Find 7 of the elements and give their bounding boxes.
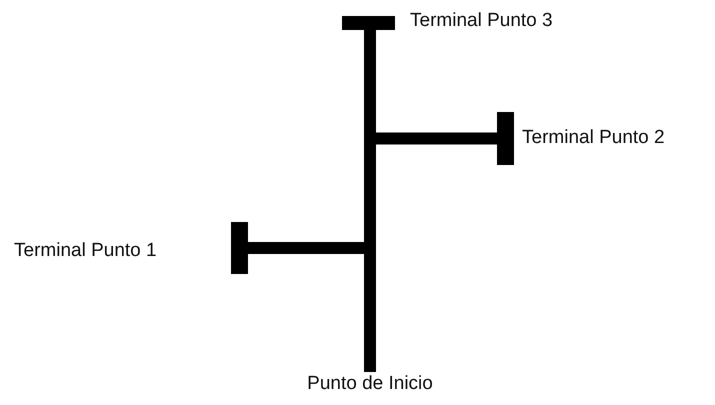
start-label: Punto de Inicio	[270, 372, 470, 398]
terminal-label: Terminal Punto 2	[522, 126, 665, 150]
terminal-label: Terminal Punto 1	[14, 239, 157, 263]
terminal-label: Terminal Punto 3	[410, 9, 553, 33]
terminal-cap	[231, 222, 248, 274]
terminal-cap	[497, 112, 514, 165]
terminal-cap	[342, 16, 395, 30]
